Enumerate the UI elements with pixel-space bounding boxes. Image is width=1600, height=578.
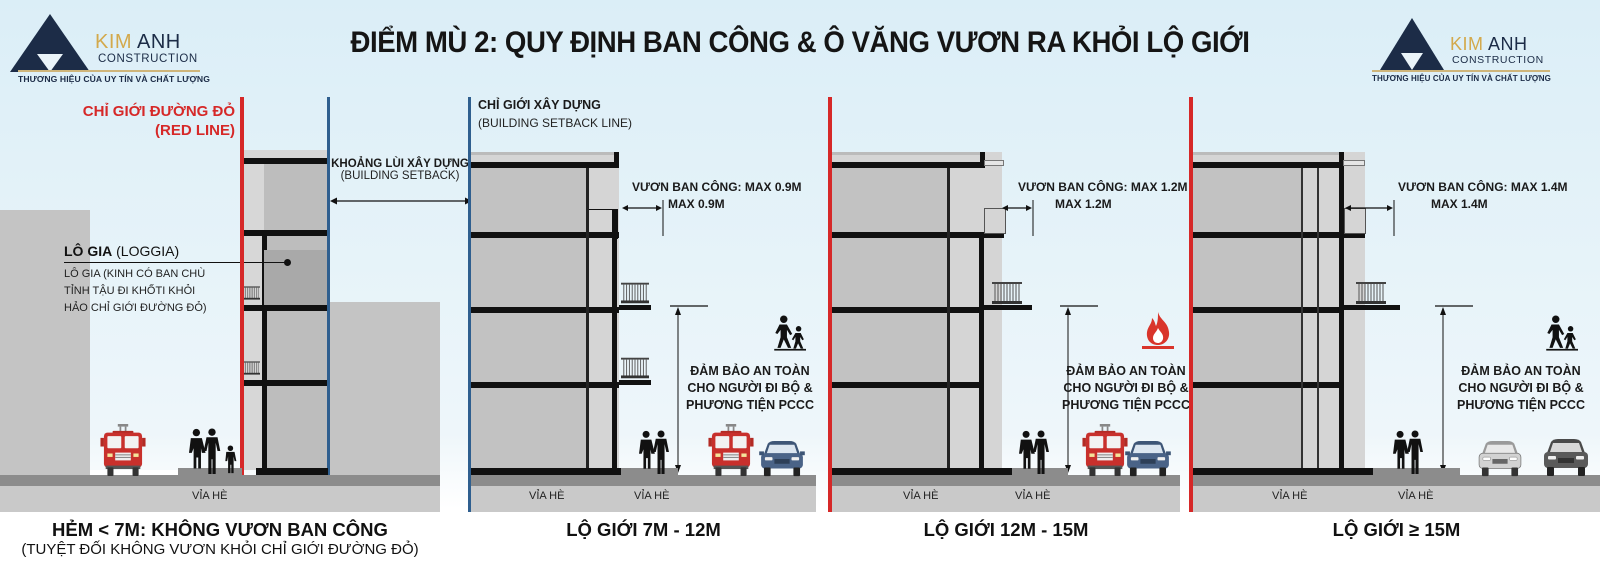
street-surface (90, 470, 240, 475)
building-base (471, 468, 621, 475)
triangle-logo-icon (1380, 18, 1444, 70)
pedestrian-icon (774, 315, 806, 351)
triangle-logo-icon (10, 14, 90, 72)
balcony-max-label: MAX 1.4M (1431, 197, 1488, 211)
balcony-limit-label: VƯƠN BAN CÔNG: MAX 1.4M (1398, 180, 1568, 194)
fire-truck-icon (1082, 424, 1128, 476)
balcony-max-label: MAX 1.2M (1055, 197, 1112, 211)
road (1193, 475, 1600, 486)
safety-text: ĐẢM BẢO AN TOÀN CHO NGƯỜI ĐI BỘ & PHƯƠNG… (686, 364, 814, 412)
car-icon (759, 440, 805, 477)
panel-caption: LỘ GIỚI 12M - 15M (923, 519, 1089, 540)
building-base (256, 468, 328, 475)
setback-label: KHOẢNG LÙI XÂY DỰNG (BUILDING SETBACK) (331, 158, 469, 182)
brand-slogan: THƯƠNG HIỆU CỦA UY TÍN VÀ CHẤT LƯỢNG (1372, 74, 1551, 83)
car-icon (1544, 439, 1588, 476)
panel-caption: LỘ GIỚI 7M - 12M (566, 519, 721, 540)
building-section (832, 152, 1006, 470)
brand-slogan: THƯƠNG HIỆU CỦA UY TÍN VÀ CHẤT LƯỢNG (18, 74, 210, 84)
balcony-limit-label: VƯƠN BAN CÔNG: MAX 0.9M (632, 180, 802, 194)
couple-icon (1019, 430, 1049, 474)
safety-text: ĐẢM BẢO AN TOÀN CHO NGƯỜI ĐI BỘ & PHƯƠNG… (1062, 364, 1190, 412)
safety-text: ĐẢM BẢO AN TOÀN CHO NGƯỜI ĐI BỘ & PHƯƠNG… (1457, 364, 1585, 412)
balcony-limit-label: VƯƠN BAN CÔNG: MAX 1.2M (1018, 180, 1188, 194)
curb (1370, 468, 1460, 475)
loggia-leader-line (64, 262, 286, 263)
balcony-dimension-arrow (1345, 200, 1395, 236)
red-line (828, 97, 832, 512)
loggia-label: LÔ GIA (LOGGIA) (64, 243, 180, 259)
loggia-marker (284, 259, 291, 266)
fire-truck-icon (100, 424, 146, 476)
sidewalk-label: VỈA HÈ (1015, 490, 1051, 502)
road (0, 475, 440, 486)
brand-name: KIM ANH (1450, 34, 1528, 54)
red-line (1189, 97, 1193, 512)
brand-name: KIM ANH (95, 31, 181, 53)
fire-icon (1142, 312, 1174, 349)
balcony-slab (619, 380, 651, 385)
balcony-railing (621, 282, 649, 304)
setback-line-label: CHỈ GIỚI XÂY DỰNG (478, 98, 601, 112)
brand-divider (18, 70, 200, 72)
neighbor-building (330, 302, 440, 486)
road (832, 475, 1180, 486)
family-icon (186, 428, 238, 474)
pedestrian-icon (1546, 315, 1578, 351)
brand-logo-right: KIM ANH CONSTRUCTION THƯƠNG HIỆU CỦA UY … (1372, 10, 1572, 85)
balcony-slab (982, 305, 1032, 310)
balcony-slab (1342, 305, 1400, 310)
balcony-railing (991, 282, 1023, 304)
sidewalk-label: VỈA HÈ (634, 490, 670, 502)
panel-sub-caption: (TUYỆT ĐỐI KHÔNG VƯƠN KHỎI CHỈ GIỚI ĐƯỜN… (21, 541, 419, 558)
sidewalk-label: VỈA HÈ (1398, 490, 1434, 502)
panel-caption: HẺM < 7M: KHÔNG VƯƠN BAN CÔNG (52, 519, 388, 540)
balcony-dimension-arrow (1002, 200, 1034, 236)
clearance-dimension-arrow (1060, 305, 1098, 473)
brand-divider (1372, 70, 1550, 72)
neighbor-building (0, 210, 90, 486)
couple-icon (639, 430, 669, 474)
fire-truck-icon (708, 424, 754, 476)
sidewalk (471, 486, 816, 512)
road (471, 475, 816, 486)
brand-subtitle: CONSTRUCTION (1452, 54, 1544, 66)
red-line-label: CHỈ GIỚI ĐƯỜNG ĐỎ (RED LINE) (82, 103, 235, 139)
building-base (1193, 468, 1373, 475)
balcony-slab (619, 305, 651, 310)
building-section (242, 150, 328, 470)
clearance-dimension-arrow (670, 305, 708, 473)
sidewalk-label: VỈA HÈ (192, 490, 228, 502)
setback-line (327, 97, 330, 512)
car-icon (1125, 440, 1171, 477)
panel-caption: LỘ GIỚI ≥ 15M (1332, 519, 1461, 540)
balcony-max-label: MAX 0.9M (668, 197, 725, 211)
setback-line-sublabel: (BUILDING SETBACK LINE) (478, 116, 633, 130)
car-icon (1478, 440, 1522, 477)
loggia-description: LÔ GIA (KINH CÓ BAN CHÙ TỈNH TẬU ĐI KHỐT… (64, 268, 207, 314)
sidewalk-label: VỈA HÈ (903, 490, 939, 502)
red-line (240, 97, 244, 512)
sidewalk-label: VỈA HÈ (1272, 490, 1308, 502)
balcony-railing (1355, 282, 1387, 304)
building-section (471, 152, 619, 470)
sidewalk-label: VỈA HÈ (529, 490, 565, 502)
building-section (1193, 152, 1366, 470)
sidewalk (0, 486, 440, 512)
sidewalk (832, 486, 1180, 512)
balcony-dimension-arrow (622, 200, 664, 236)
brand-logo-left: KIM ANH CONSTRUCTION THƯƠNG HIỆU CỦA UY … (0, 10, 210, 85)
couple-icon (1393, 430, 1423, 474)
setback-dimension-arrow (330, 197, 472, 205)
curb (620, 468, 678, 475)
brand-subtitle: CONSTRUCTION (98, 53, 198, 65)
sidewalk (1193, 486, 1600, 512)
page-title: ĐIỂM MÙ 2: QUY ĐỊNH BAN CÔNG & Ô VĂNG VƯ… (350, 26, 1250, 59)
balcony-railing (621, 357, 649, 379)
setback-line (468, 97, 471, 512)
building-base (832, 468, 1012, 475)
